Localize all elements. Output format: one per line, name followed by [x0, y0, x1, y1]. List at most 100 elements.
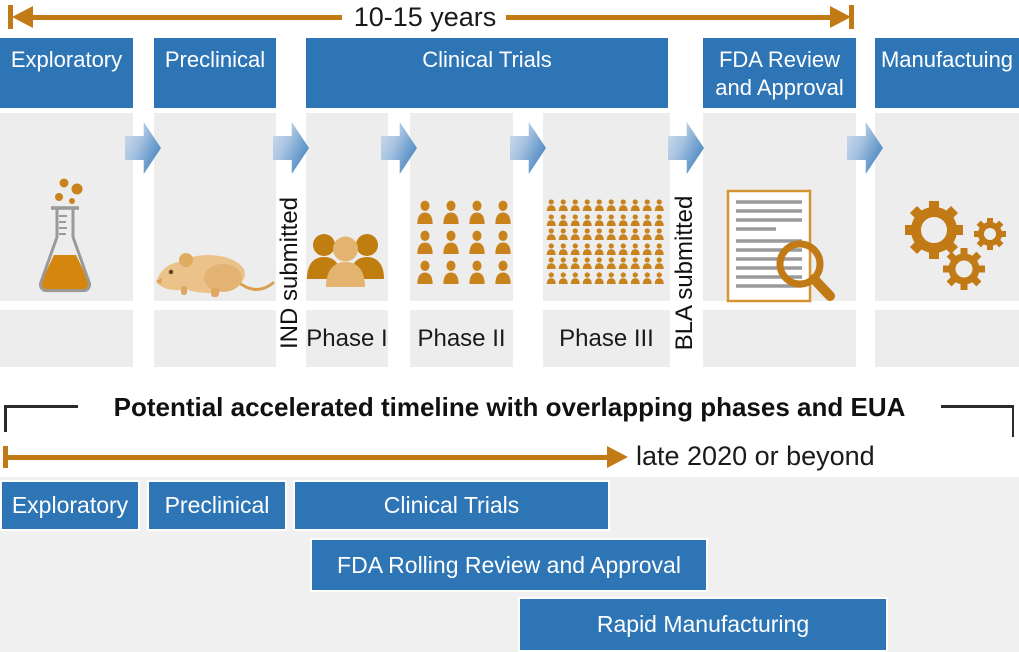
person-icon — [642, 271, 652, 284]
person-row — [546, 199, 665, 212]
person-icon — [546, 271, 556, 284]
person-icon — [618, 257, 628, 269]
title-bracket-left-vertical — [4, 405, 7, 432]
phase2-label: Phase II — [417, 324, 506, 352]
person-icon — [558, 228, 568, 240]
accel-bar-clinical-trials-label: Clinical Trials — [383, 492, 520, 518]
top-arrow-left-arrowhead-icon — [12, 6, 33, 28]
header-exploratory: Exploratory — [0, 38, 133, 108]
accel-arrow-line — [6, 455, 608, 460]
person-icon — [546, 213, 556, 226]
person-icon — [417, 230, 433, 254]
header-clinical-trials: Clinical Trials — [306, 38, 668, 108]
person-icon — [558, 242, 568, 255]
top-arrow-right-terminal — [849, 5, 854, 29]
person-icon — [443, 230, 459, 254]
person-row — [546, 242, 665, 256]
person-icon — [443, 200, 459, 224]
person-icon — [594, 213, 604, 226]
person-icon — [582, 228, 592, 240]
person-icon — [469, 230, 485, 254]
accel-bar-clinical-trials: Clinical Trials — [293, 480, 610, 531]
accel-bar-exploratory: Exploratory — [0, 480, 140, 531]
person-icon — [582, 242, 592, 255]
person-icon — [570, 257, 580, 269]
person-icon — [582, 257, 592, 269]
person-icon — [546, 257, 556, 269]
person-icon — [570, 242, 580, 255]
accel-arrow-arrowhead-icon — [607, 446, 628, 468]
large-people-grid-icon — [546, 199, 665, 284]
person-icon — [582, 199, 592, 211]
person-icon — [558, 199, 568, 211]
accel-bar-rapid-manufacturing: Rapid Manufacturing — [518, 597, 888, 652]
mouse-icon — [156, 253, 275, 297]
header-manufacturing-label: Manufactuing — [880, 47, 1014, 72]
person-row — [546, 228, 665, 241]
person-row — [546, 213, 665, 227]
person-icon — [582, 213, 592, 226]
person-row — [546, 271, 665, 285]
person-icon — [495, 260, 511, 284]
person-icon — [630, 271, 640, 284]
document-magnifier-icon — [726, 189, 835, 303]
person-icon — [469, 200, 485, 224]
person-icon — [630, 228, 640, 240]
person-icon — [642, 242, 652, 255]
label-box-phase1: Phase I — [306, 310, 388, 367]
accel-bar-preclinical: Preclinical — [147, 480, 287, 531]
person-icon — [630, 257, 640, 269]
person-row — [416, 260, 512, 285]
accel-bar-fda-rolling-review: FDA Rolling Review and Approval — [310, 538, 708, 592]
label-box-phase3: Phase III — [543, 310, 670, 367]
person-icon — [654, 242, 664, 255]
label-box-phase2: Phase II — [410, 310, 513, 367]
label-box-exploratory — [0, 310, 133, 367]
person-icon — [654, 228, 664, 240]
person-icon — [546, 199, 556, 211]
top-arrow-line-left — [28, 15, 342, 20]
phase1-label: Phase I — [306, 324, 388, 352]
phase3-label: Phase III — [559, 324, 654, 352]
person-icon — [606, 242, 616, 255]
person-icon — [546, 228, 556, 240]
header-exploratory-label: Exploratory — [10, 47, 123, 72]
title-bracket-right-horizontal — [941, 405, 1014, 408]
person-icon — [654, 271, 664, 284]
person-icon — [570, 199, 580, 211]
accel-bar-exploratory-label: Exploratory — [11, 492, 129, 518]
person-icon — [642, 213, 652, 226]
person-icon — [570, 228, 580, 240]
person-icon — [594, 242, 604, 255]
person-icon — [594, 257, 604, 269]
top-arrow-line-right — [506, 15, 834, 20]
person-icon — [642, 228, 652, 240]
person-icon — [606, 271, 616, 284]
accel-timeline-label: late 2020 or beyond — [636, 441, 875, 471]
header-preclinical-label: Preclinical — [164, 47, 266, 72]
duration-label: 10-15 years — [353, 2, 497, 32]
header-fda-review-label: FDA Review and Approval — [715, 47, 844, 100]
person-icon — [630, 242, 640, 255]
top-arrow-right-arrowhead-icon — [830, 6, 851, 28]
top-arrow-left-terminal — [8, 5, 13, 29]
person-icon — [443, 260, 459, 284]
title-bracket-right-vertical — [1011, 405, 1014, 437]
accel-bar-rapid-manufacturing-label: Rapid Manufacturing — [596, 611, 810, 637]
person-icon — [654, 199, 664, 211]
flask-icon — [38, 178, 92, 293]
person-icon — [570, 213, 580, 226]
person-row — [416, 230, 512, 255]
person-icon — [642, 257, 652, 269]
accel-bar-fda-rolling-review-label: FDA Rolling Review and Approval — [337, 551, 681, 578]
person-icon — [618, 271, 628, 284]
accel-arrow-terminal — [3, 446, 8, 468]
person-icon — [582, 271, 592, 284]
accelerated-title: Potential accelerated timeline with over… — [113, 392, 906, 422]
person-row — [546, 257, 665, 270]
person-icon — [546, 242, 556, 255]
person-icon — [618, 242, 628, 255]
person-icon — [606, 213, 616, 226]
person-icon — [606, 257, 616, 269]
